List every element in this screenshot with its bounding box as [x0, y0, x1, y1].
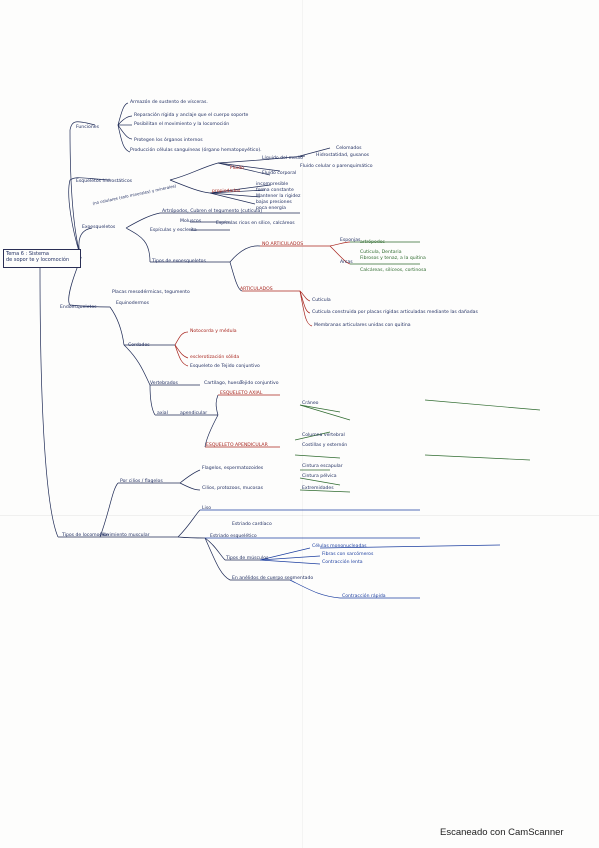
no-art-item-1: Esponjas — [340, 238, 361, 243]
fluido-item-2: Fluido corporal — [262, 171, 297, 176]
esqueletos-propiedades: propiedades — [212, 189, 241, 194]
prop-item-5: poca energía — [256, 206, 286, 211]
endo-intro: Placas mesodérmicas, tegumento — [112, 290, 190, 295]
endo-equinodermos: Equinodermos — [116, 301, 149, 306]
fluido-item-1: Líquido del medio — [262, 156, 303, 161]
vert-item-4: apendicular — [180, 411, 208, 416]
fluido-item-3: Fluido celular o parenquimático — [300, 164, 373, 169]
apendicular-item-3: Extremidades — [302, 486, 334, 491]
cilios-item-1: Flagelos, espermatozoides — [202, 466, 264, 471]
art-item-1: Cutícula — [312, 298, 331, 303]
axial-item-2: Columna vertebral — [302, 433, 345, 438]
mm-item-2: Estriado esquelético — [210, 534, 257, 539]
na-item-1: artrópodos — [360, 240, 385, 245]
exo-esponjas: Espículas y esclerita — [150, 228, 197, 233]
prop-item-1: incompresible — [256, 182, 289, 187]
vert-item-1: Cartílago, hueso — [204, 381, 242, 386]
endo-vertebrados: Vertebrados — [150, 381, 178, 386]
art-item-3: Membranas articulares unidas con quitina — [314, 323, 411, 328]
mm-item-4: Tipos de músculos — [226, 556, 269, 561]
apendicular-item-1: Cintura escapular — [302, 464, 343, 469]
esqueleto-axial: ESQUELETO AXIAL — [220, 391, 263, 396]
na-item-2: Cutícula, Dentaria — [360, 250, 402, 255]
art-item-2: Cutícula construida por placas rígidas a… — [312, 310, 478, 315]
map-title: Tema 6 : Sistema de sopor te y locomoció… — [3, 249, 81, 268]
celomados-label: Celomados — [336, 146, 362, 151]
esqueleto-apendicular: ESQUELETO APENDICULAR — [206, 443, 268, 448]
loco-movimiento-muscular: Movimiento muscular — [100, 533, 150, 538]
mm-item-5: En anélidos de cuerpo segmentado — [232, 576, 314, 581]
prop-item-3: Mantener la rigidez — [256, 194, 301, 199]
branch-tipos-locomocion: Tipos de locomoción — [62, 533, 109, 538]
endo-cordados: Cordados — [128, 343, 150, 348]
vert-item-3: axial — [157, 411, 168, 416]
mm-item-3: Estriado cardíaco — [232, 522, 272, 527]
mm-item-1: Liso — [202, 506, 212, 511]
no-art-item-2: Arcas — [340, 260, 353, 265]
musculo-desc-4: Contracción rápida — [342, 594, 386, 599]
musculo-desc-2: Fibras con sarcómeros — [322, 552, 374, 557]
cordados-item-3: Esqueleto de Tejido conjuntivo — [190, 364, 260, 369]
na-item-3: Fibrosos y tenaz, a la quitina — [360, 256, 426, 261]
vert-item-2: Tejido conjuntivo — [240, 381, 279, 386]
title-line-1: Tema 6 : Sistema — [6, 251, 49, 257]
exo-moluscos-desc: Espículas ricos en sílice, calcáreos — [216, 221, 295, 226]
branch-endoesqueletos: Endoesqueletos — [60, 305, 97, 310]
apendicular-item-2: Cintura pélvica — [302, 474, 337, 479]
na-item-4: Calcáreas, silíceos, cortinosa — [360, 268, 427, 273]
fold-line-horizontal — [0, 515, 599, 516]
musculo-desc-1: Células mononucleadas — [312, 544, 367, 549]
exo-intro: Artrópodos, Cubren el tegumento (cutícul… — [162, 209, 263, 214]
title-line-2: de sopor te y locomoción — [6, 257, 70, 263]
axial-item-3: Costillas y esternón — [302, 443, 348, 448]
funciones-item-4: Protegen los órganos internos — [134, 138, 203, 143]
scanner-watermark: Escaneado con CamScanner — [440, 827, 564, 838]
cordados-item-1: Notocorda y médula — [190, 329, 237, 334]
exo-no-articulados: NO ARTICULADOS — [262, 242, 304, 247]
prop-item-2: forma constante — [256, 188, 294, 193]
exo-articulados: ARTICULADOS — [240, 287, 273, 292]
axial-item-1: Cráneo — [302, 401, 319, 406]
cordados-item-2: esclerotización sólida — [190, 355, 240, 360]
branch-exoesqueletos: Exoesqueletos — [82, 225, 116, 230]
exo-moluscos: Moluscos — [180, 219, 202, 224]
esqueletos-fluido: Fluido — [230, 166, 244, 171]
musculo-desc-3: Contracción lenta — [322, 560, 363, 565]
prop-item-4: bajas presiones — [256, 200, 292, 205]
branch-esqueletos: Esqueletos hidrostáticos — [76, 179, 133, 184]
loco-por-cilios: Por cilios / flagelos — [120, 479, 163, 484]
celomados-desc: Hidrostatidad, gusanos — [316, 153, 370, 158]
funciones-item-2: Reparación rígida y anclaje que el cuerp… — [134, 113, 249, 118]
exo-tipos: Tipos de exoesqueletos — [152, 259, 206, 264]
funciones-item-3: Posibilitan el movimiento y la locomoció… — [134, 122, 230, 127]
cilios-item-2: Cilios, protozoos, mucosas — [202, 486, 263, 491]
funciones-item-1: Armazón de sustento de vísceras. — [130, 100, 208, 105]
branch-funciones: Funciones — [76, 125, 99, 130]
funciones-item-5: Producción células sanguíneas (órgano he… — [130, 148, 262, 153]
